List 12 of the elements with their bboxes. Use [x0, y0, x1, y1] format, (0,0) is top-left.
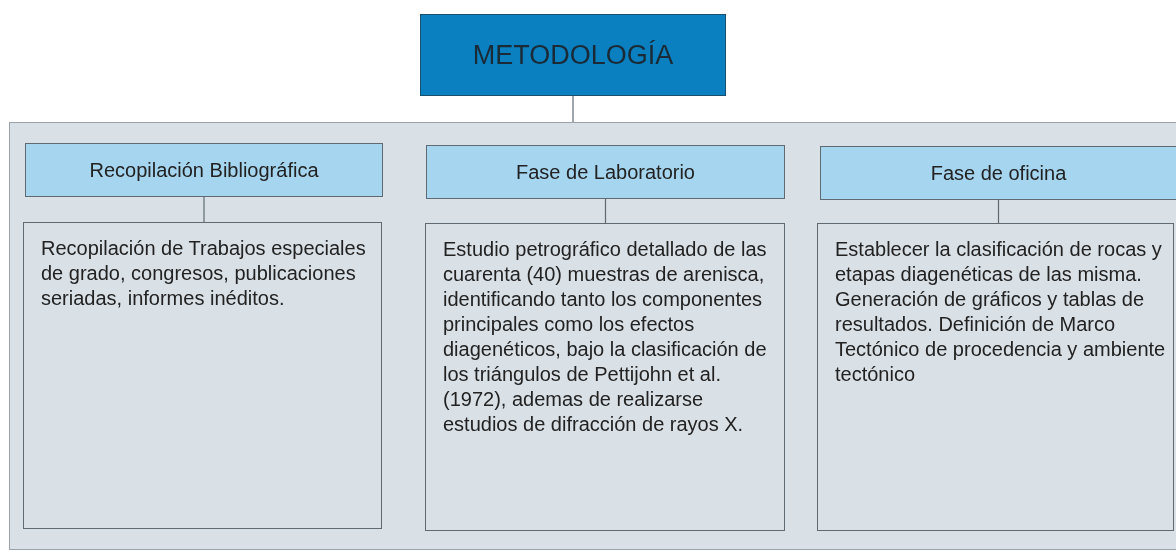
connector-line: [604, 198, 607, 224]
content-box: Recopilación de Trabajos especiales de grado, congresos, publicaciones seriadas, informes inéditos.: [23, 222, 382, 529]
header-box: Fase de Laboratorio: [426, 145, 785, 199]
connector-line: [572, 95, 574, 123]
panel-background: [9, 122, 1176, 550]
header-box: Recopilación Bibliográfica: [25, 143, 383, 197]
header-box: Fase de oficina: [820, 146, 1176, 200]
connector-line: [203, 196, 205, 223]
title-box: METODOLOGÍA: [420, 14, 726, 96]
content-box: Establecer la clasificación de rocas y etapas diagenéticas de las misma. Generación de gráficos y tablas de resultados. Definición de Marco Tectónico de procedencia y ambiente tectónico: [817, 223, 1174, 531]
content-box: Estudio petrográfico detallado de las cuarenta (40) muestras de arenisca, identificando tanto los componentes principales como los efectos diagenéticos, bajo la clasificación de los triángulos de Pettijohn et al. (1972), ademas de realizarse estudios de difracción de rayos X.: [425, 223, 785, 531]
connector-line: [997, 199, 1000, 224]
